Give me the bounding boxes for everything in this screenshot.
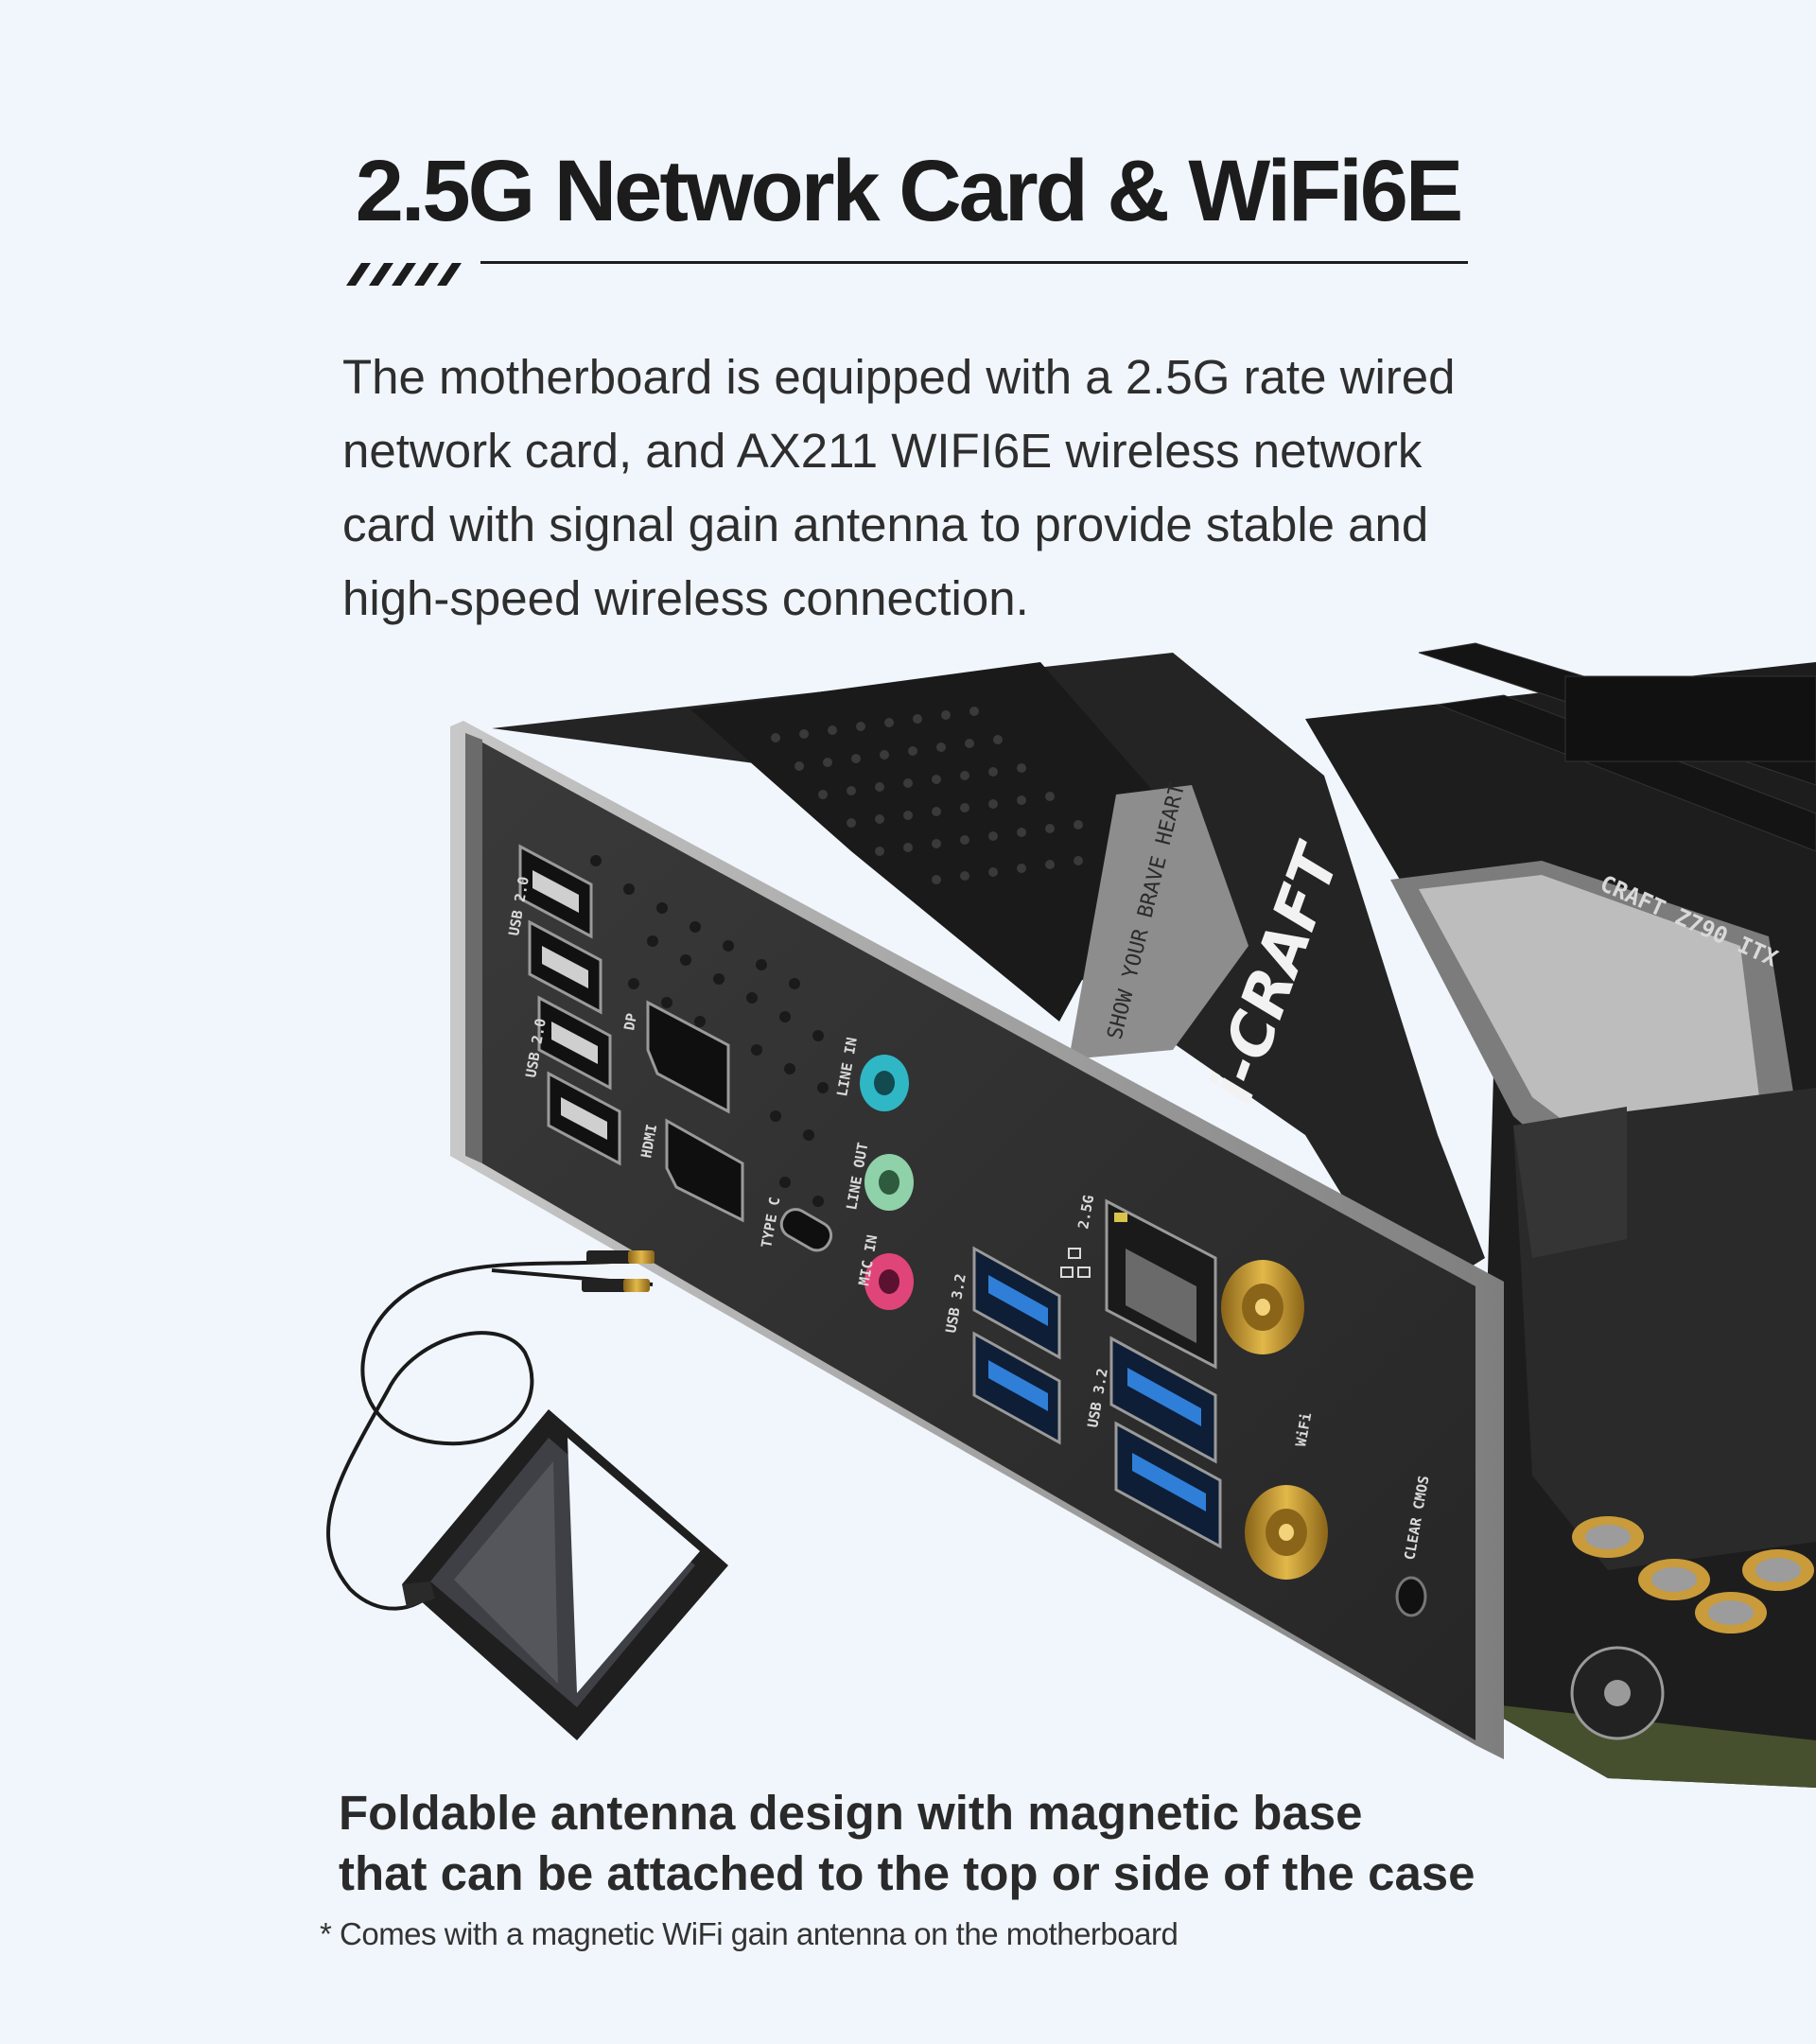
- footnote: * Comes with a magnetic WiFi gain antenn…: [320, 1916, 1179, 1951]
- line-out-jack[interactable]: [864, 1154, 914, 1211]
- io-shroud: SHOW YOUR BRAVE HEART i-CRAFT: [492, 653, 1485, 1305]
- wifi-antenna-connectors: [1221, 1260, 1328, 1580]
- antenna-cable: [326, 1256, 654, 1611]
- lan-led: [1114, 1213, 1127, 1222]
- usb2-ports: [518, 844, 621, 1166]
- divider-line: [480, 261, 1468, 264]
- usb32-ports: [972, 1246, 1222, 1549]
- caption-line-1: Foldable antenna design with magnetic ba…: [339, 1786, 1363, 1840]
- mic-in-jack[interactable]: [864, 1253, 914, 1310]
- usb32-port-1[interactable]: [972, 1246, 1061, 1360]
- vented-grille: [690, 662, 1173, 1022]
- usb2-port-2[interactable]: [528, 919, 602, 1015]
- line-in-jack[interactable]: [860, 1055, 909, 1111]
- antenna-base: [402, 1409, 728, 1740]
- motherboard-body: CRAFT Z790 ITX: [1305, 642, 1816, 1788]
- io-shield: USB 2.0 USB 2.0 DP HDMI TYPE C LINE IN L…: [450, 721, 1504, 1759]
- lan-label: 2.5G: [1074, 1194, 1097, 1231]
- antenna-sma-plug-2: [582, 1279, 650, 1292]
- usb2-port-1[interactable]: [518, 844, 593, 939]
- wifi-label: WiFi: [1292, 1411, 1315, 1448]
- wifi-connector-1[interactable]: [1221, 1260, 1304, 1354]
- antenna-caption: Foldable antenna design with magnetic ba…: [339, 1783, 1682, 1904]
- magnetic-antenna: [326, 1250, 728, 1740]
- wifi-connector-2[interactable]: [1245, 1485, 1328, 1580]
- hdmi-label: HDMI: [637, 1123, 660, 1160]
- clear-cmos-button[interactable]: [1395, 1576, 1427, 1617]
- vrm-heatsink: [1513, 1088, 1816, 1570]
- intro-paragraph: The motherboard is equipped with a 2.5G …: [342, 350, 1456, 625]
- dp-port[interactable]: [646, 1000, 730, 1114]
- dimm-slots: [1418, 642, 1816, 852]
- capacitors: [1572, 1516, 1814, 1633]
- shield-vent-holes: [590, 855, 829, 1207]
- chassis-fan: [1570, 1646, 1665, 1740]
- lan-port[interactable]: [1105, 1198, 1217, 1370]
- audio-jacks: [860, 1055, 914, 1310]
- slash-stripes: [346, 263, 462, 286]
- shroud-accent-stripe: [1069, 785, 1248, 1059]
- dp-label: DP: [620, 1012, 640, 1032]
- hdmi-port[interactable]: [665, 1118, 744, 1223]
- page-title: 2.5G Network Card & WiFi6E: [355, 142, 1464, 239]
- vent-holes: [771, 707, 1083, 884]
- antenna-sma-plug-1: [586, 1250, 655, 1264]
- usb32-port-4[interactable]: [1114, 1421, 1222, 1549]
- usb32-port-3[interactable]: [1109, 1336, 1217, 1464]
- type-c-port[interactable]: [777, 1205, 836, 1255]
- usb32-port-2[interactable]: [972, 1331, 1061, 1445]
- network-icon: [1060, 1248, 1091, 1278]
- usb2-port-3[interactable]: [537, 995, 612, 1091]
- usb2-port-4[interactable]: [547, 1071, 621, 1166]
- title-divider: [346, 261, 1468, 286]
- caption-line-2: that can be attached to the top or side …: [339, 1846, 1476, 1900]
- motherboard-io-illustration: CRAFT Z790 ITX SHOW YOUR BRAVE HEART i-C…: [326, 642, 1816, 1788]
